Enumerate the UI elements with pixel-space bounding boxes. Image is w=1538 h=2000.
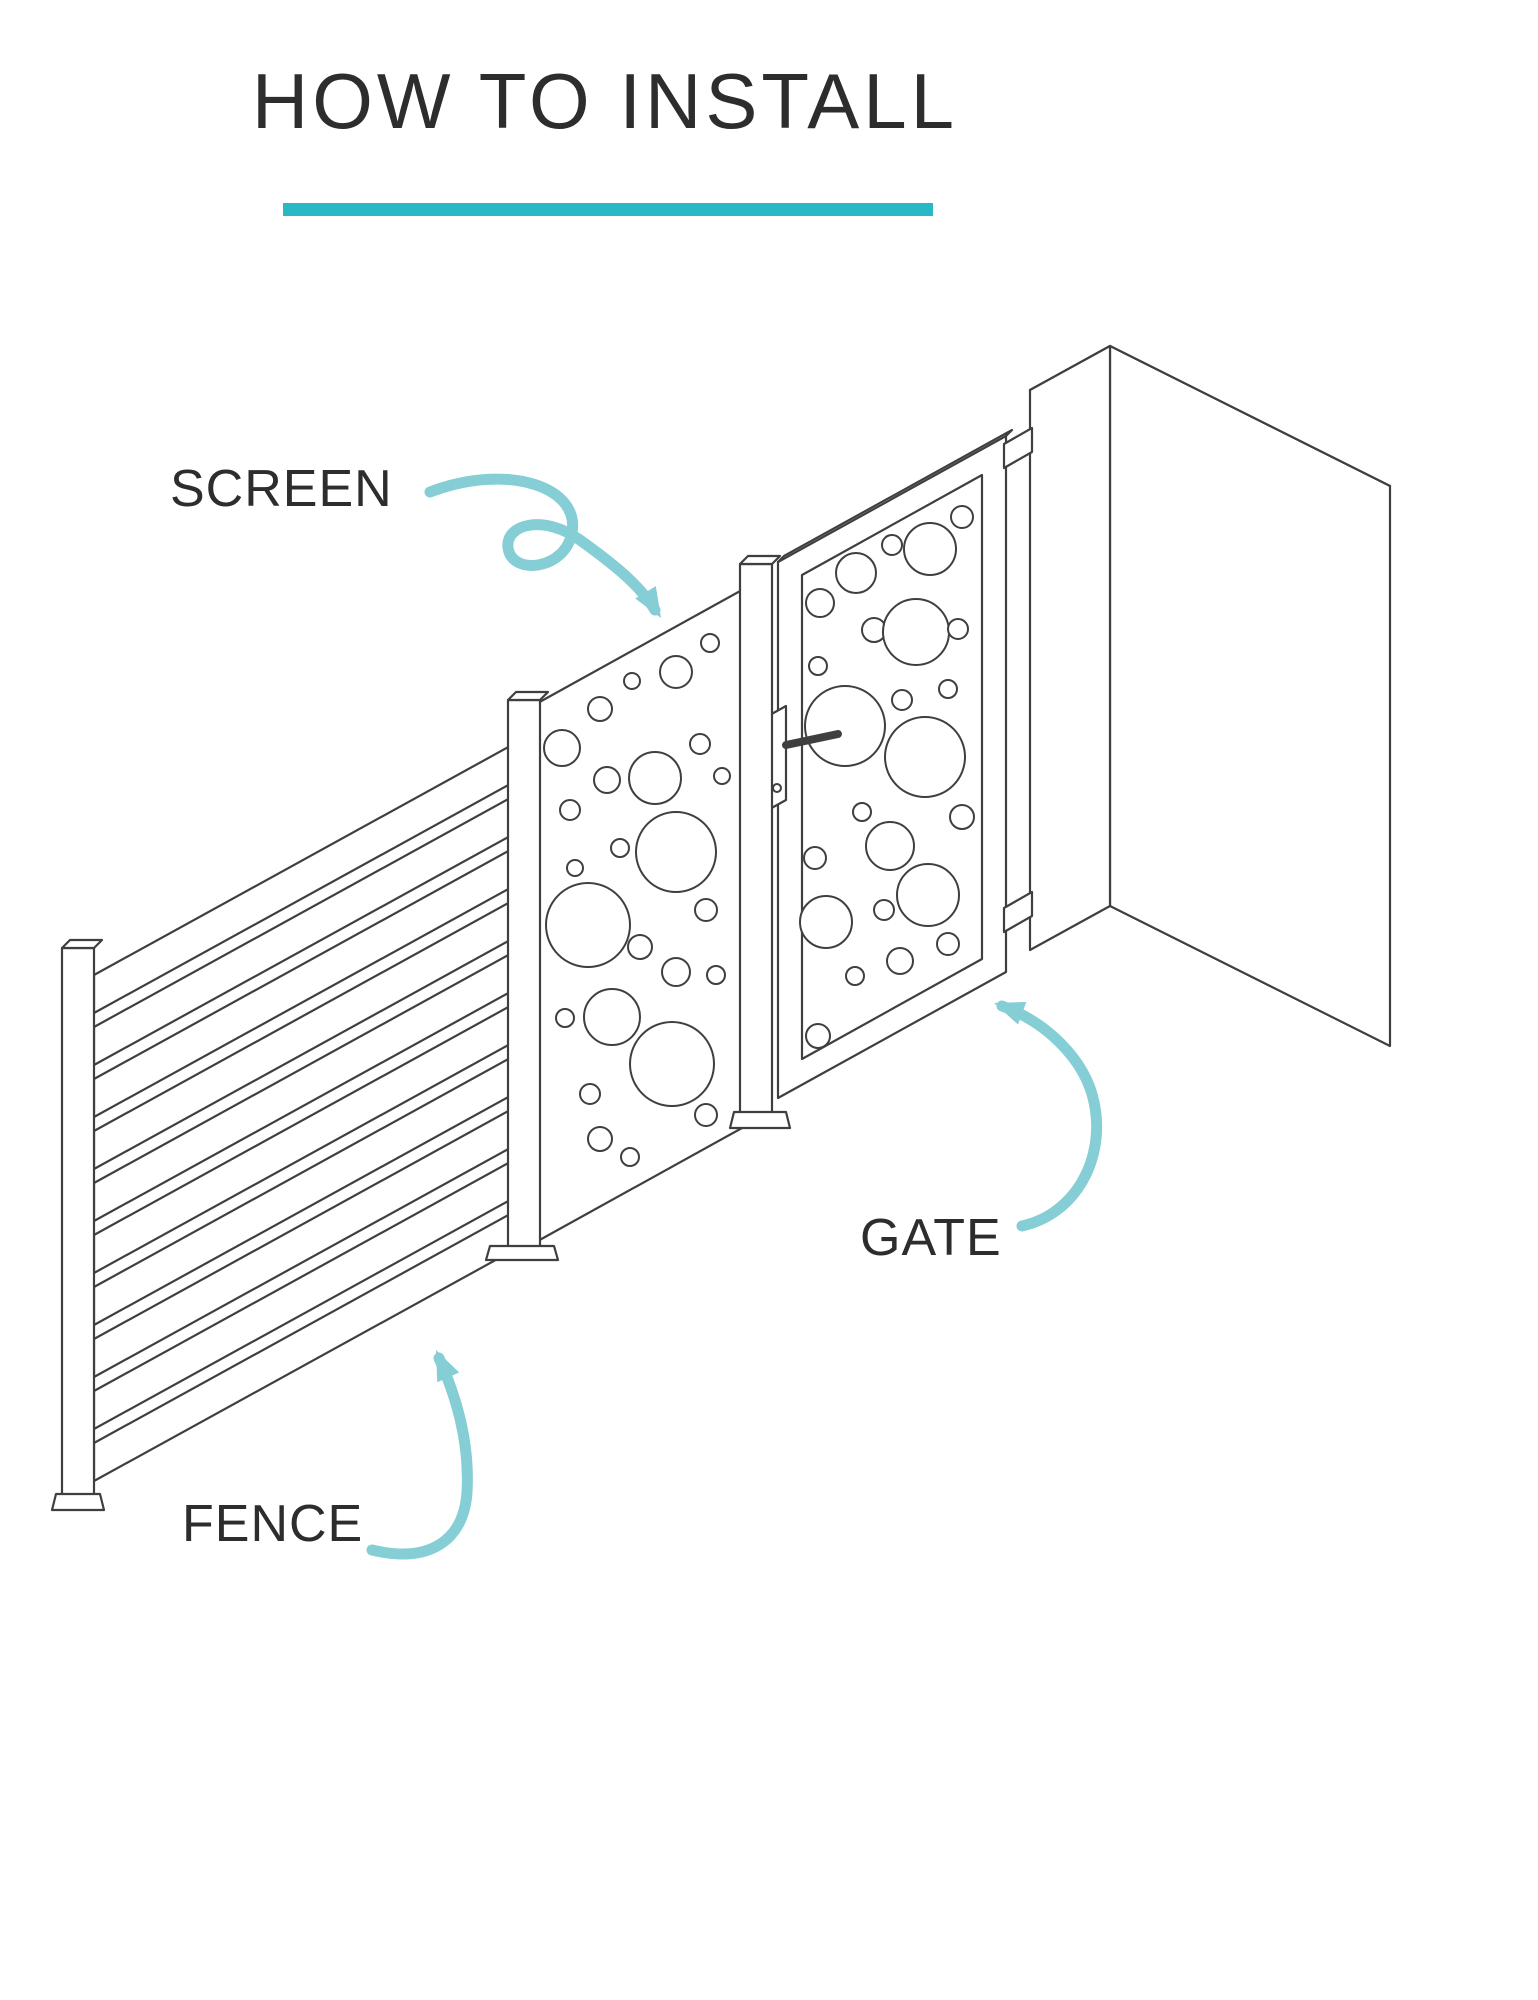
gate-frame-cap — [776, 428, 1014, 564]
post-base-plate — [728, 1110, 792, 1130]
wall-front-face — [1028, 344, 1112, 952]
title-underline-accent — [283, 203, 933, 216]
fence-post — [50, 938, 106, 1512]
wall-illustration — [1028, 344, 1392, 1048]
gate-hinge — [1002, 426, 1034, 470]
page-title: HOW TO INSTALL — [251, 57, 959, 145]
screen-bubble-pattern — [543, 633, 731, 1167]
fence-post — [484, 690, 560, 1262]
gate-bubble-pattern — [799, 505, 975, 1049]
post-base-plate — [484, 1244, 560, 1262]
label-gate: GATE — [860, 1209, 1002, 1267]
post-base-plate — [50, 1492, 106, 1512]
gate-illustration — [766, 426, 1034, 1100]
screen-panel-illustration — [534, 588, 744, 1244]
fence-illustration — [92, 743, 514, 1483]
curved-arrow-fence — [366, 1350, 473, 1560]
curved-arrow-gate — [994, 1000, 1103, 1232]
fence-post — [728, 554, 792, 1130]
gate-inner-frame — [800, 473, 984, 1061]
curved-arrow-screen — [424, 473, 661, 618]
label-fence: FENCE — [182, 1495, 364, 1553]
wall-right-face — [1108, 344, 1392, 1048]
gate-hinge — [1002, 890, 1034, 934]
label-screen: SCREEN — [170, 460, 393, 518]
